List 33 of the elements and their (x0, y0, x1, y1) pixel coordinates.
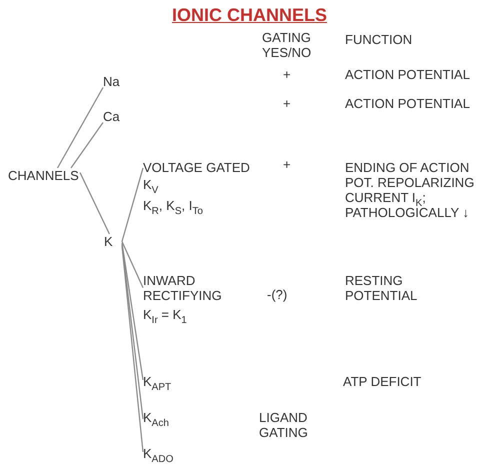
table-text: ACTION POTENTIAL (345, 67, 471, 82)
channel-label: K (104, 234, 122, 249)
table-text: ACTION POTENTIAL (345, 96, 471, 111)
table-text: LIGAND GATING (259, 410, 309, 440)
channel-label: INWARD RECTIFYING (143, 273, 223, 303)
table-text: + (283, 157, 292, 172)
subtype-label: K$_{R}$, K$_{S}$, I$_{To}$ (143, 198, 204, 213)
table-text: RESTING POTENTIAL (345, 273, 418, 303)
table-text: + (283, 96, 292, 111)
channel-label: Na (103, 74, 143, 89)
table-text: -(?) (267, 287, 288, 302)
table-text: FUNCTION (345, 32, 414, 47)
channel-label: K$_{APT}$ (143, 374, 203, 389)
branch-line (79, 172, 110, 234)
branch-line (70, 122, 104, 168)
channel-label: K$_{ADO}$ (143, 446, 203, 461)
table-text: ATP DEFICIT (343, 374, 422, 389)
table-text: GATING YES/NO (262, 30, 312, 60)
table-text: ENDING OF ACTION POT. REPOLARIZING CURRENT I$_{K}$; PATHOLOGICALLY ↓ (345, 160, 476, 220)
table-text: + (283, 67, 292, 82)
channel-label: Ca (103, 109, 143, 124)
branch-line (121, 246, 144, 452)
subtype-label: K$_{V}$ (143, 177, 160, 192)
branch-line (121, 242, 144, 380)
branch-line (56, 87, 104, 168)
root-label: CHANNELS (8, 168, 98, 183)
branch-line (121, 244, 144, 420)
channel-label: K$_{Ach}$ (143, 410, 203, 425)
branch-line (121, 168, 144, 242)
branch-line (121, 241, 144, 288)
channel-label: VOLTAGE GATED (143, 160, 251, 175)
title: IONIC CHANNELS (172, 5, 327, 25)
subtype-label: K$_{Ir}$ = K$_{1}$ (143, 307, 188, 322)
